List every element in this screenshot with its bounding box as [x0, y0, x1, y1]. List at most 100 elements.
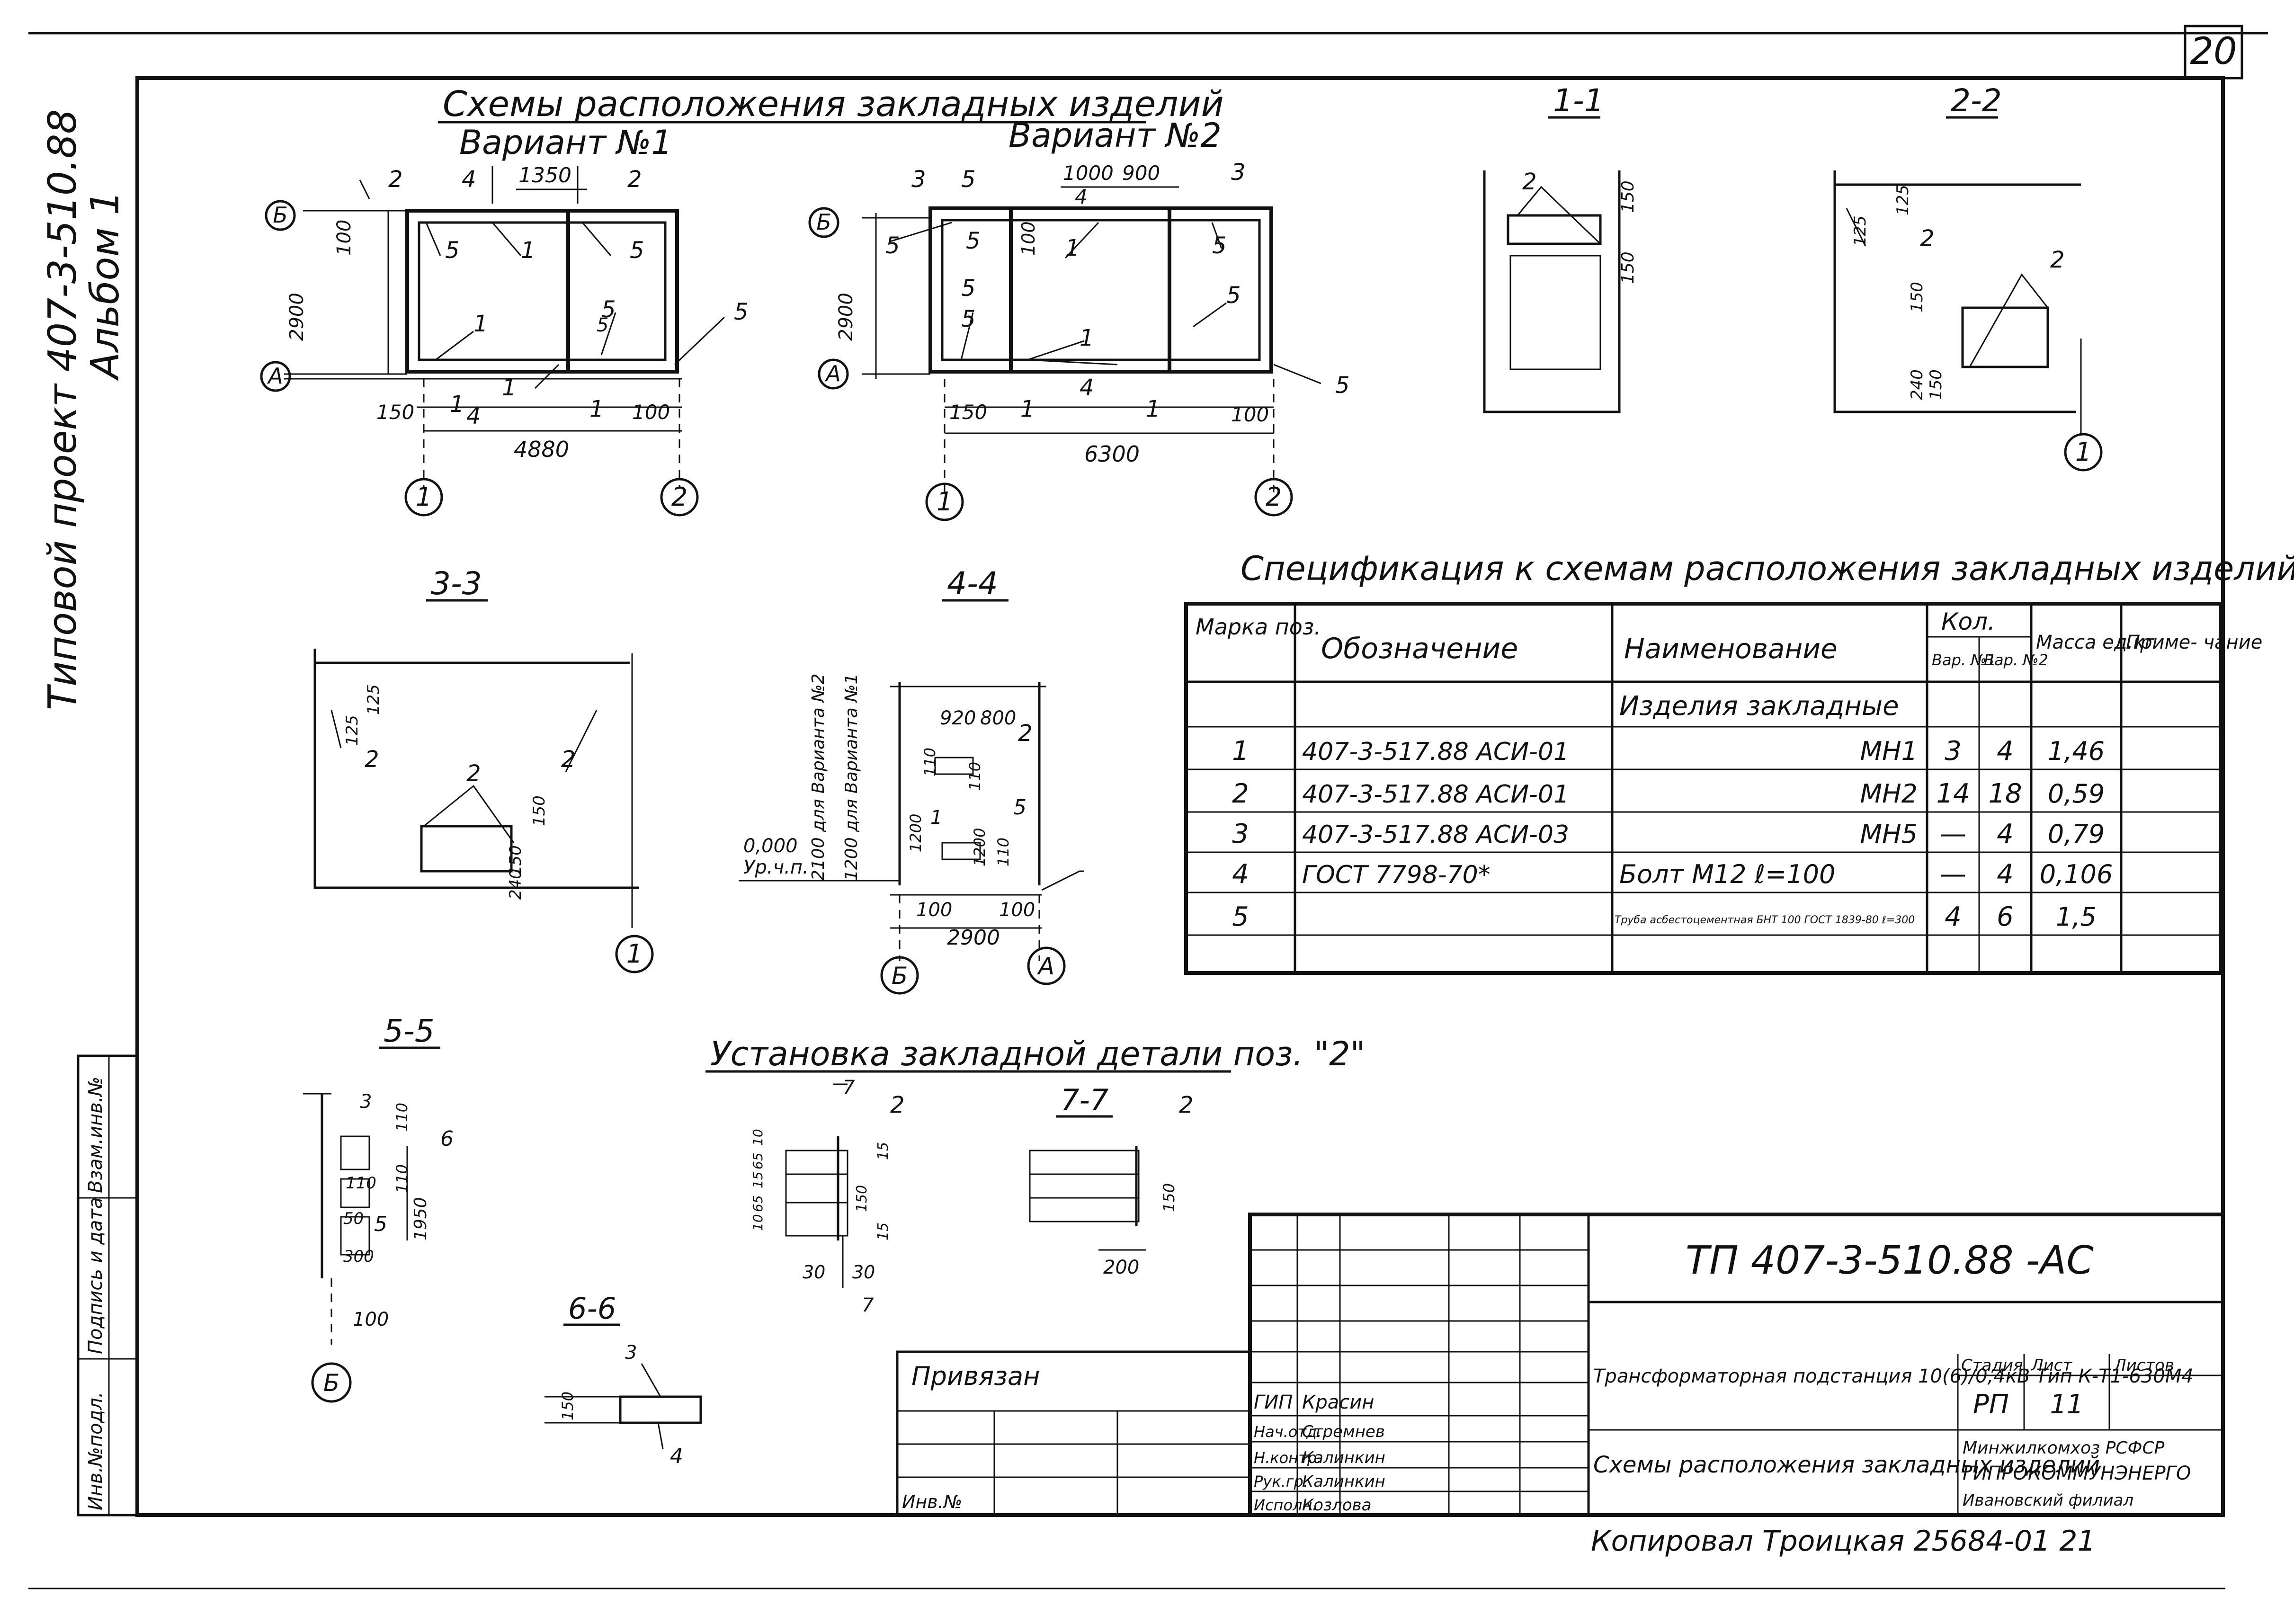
install-label-1: 7 — [843, 1077, 855, 1098]
section-4-4-label-2: 800 — [980, 707, 1016, 729]
section-6-6-label-1: 3 — [625, 1342, 637, 1364]
section-4-4-label-10: 1200 — [971, 828, 989, 866]
section-4-4-label-12: 5 — [1013, 795, 1026, 820]
section-5-5-label-9: 300 — [343, 1247, 374, 1266]
section-7-7-label-1: 2 — [1179, 1092, 1194, 1118]
variant1-pos-3: 5 — [630, 237, 644, 264]
variant2-pos-7: 1 — [1065, 235, 1080, 261]
variant2-pos-2: 5 — [966, 228, 981, 254]
variant2-pos-5: 1 — [1080, 325, 1094, 351]
variant1-mark-1: 2 — [388, 166, 403, 193]
spec-header-designation: Обозначение — [1321, 632, 1518, 665]
section-5-5-label-10: 100 — [353, 1309, 389, 1330]
variant1-mark-4: 1 — [450, 391, 464, 418]
left-stamp: Инв.№подл. Подпись и дата Взам.инв.№ — [77, 1054, 139, 1517]
variant1-mark-2: 4 — [462, 166, 476, 193]
section-4-4-label-6: 110 — [966, 762, 984, 791]
titleblock-sheets-label: Листов — [2113, 1356, 2174, 1375]
spec-row-1-v2: 4 — [1997, 736, 2014, 767]
titleblock-stage: РП — [1973, 1389, 2009, 1420]
left-stamp-sign: Подпись и дата — [85, 1197, 107, 1354]
variant2-dim-2900: 2900 — [835, 293, 857, 341]
variant2-mark-1: 3 — [911, 166, 926, 193]
variant2-dim-900: 900 — [1122, 161, 1160, 185]
spec-row-2-designation: 407-3-517.88 АСИ-01 — [1302, 780, 1569, 809]
variant1-dim-1350: 1350 — [518, 163, 571, 187]
titleblock-org-1: Минжилкомхоз РСФСР — [1963, 1438, 2165, 1458]
titleblock-person-4: Калинкин — [1302, 1472, 1385, 1491]
spec-row-3-mass: 0,79 — [2048, 819, 2105, 849]
titleblock-person-5: Козлова — [1302, 1496, 1371, 1515]
section-5-5-label-4: 110 — [393, 1164, 411, 1193]
install-label-11: 30 — [803, 1262, 825, 1283]
spec-row-5-mass: 1,5 — [2056, 902, 2097, 932]
spec-header-mark: Марка поз. — [1196, 614, 1321, 640]
spec-row-1-mark: 1 — [1232, 736, 1249, 767]
install-detail: Установка закладной детали поз. "2" 7 2 … — [705, 1035, 1366, 1316]
section-4-4-title: 4-4 — [947, 565, 998, 602]
variant2-dim-1000: 1000 — [1063, 161, 1114, 185]
titleblock-role-5: Исполн. — [1254, 1496, 1317, 1514]
spec-header-qty: Кол. — [1941, 608, 1995, 635]
spec-title: Спецификация к схемам расположения закла… — [1241, 549, 2294, 588]
section-3-3-label-4: 2 — [466, 760, 481, 787]
section-4-4-label-1: 920 — [940, 707, 976, 729]
variant1-pos-4: 5 — [601, 296, 616, 323]
variant2-dim-6300: 6300 — [1084, 441, 1140, 467]
section-3-3-axis: 1 — [626, 939, 643, 969]
variant2-pos-6: 5 — [1212, 232, 1227, 259]
table-row: 1 407-3-517.88 АСИ-01 МН1 3 4 1,46 — [1232, 736, 2105, 767]
section-5-5-label-8: 5 — [374, 1212, 387, 1236]
section-3-3-label-1: 125 — [364, 684, 383, 715]
section-3-3-label-5: 2 — [561, 746, 576, 773]
spec-header-note: Приме- чание — [2126, 632, 2262, 653]
spec-row-3-designation: 407-3-517.88 АСИ-03 — [1302, 821, 1569, 849]
variant1-dim-100b: 100 — [632, 401, 670, 424]
variant1-axis-1: 1 — [416, 482, 432, 512]
variant1-pos-5: 1 — [473, 311, 488, 337]
spec-header-name: Наименование — [1624, 633, 1838, 665]
titleblock-inv: Инв.№ — [902, 1491, 962, 1512]
section-4-4-label-15: 100 — [916, 899, 952, 921]
variant2-axis-1: 1 — [937, 487, 953, 517]
titleblock-role-4: Рук.гр. — [1254, 1472, 1308, 1490]
variant2-mark-4: 3 — [1231, 159, 1246, 186]
variant1-title: Вариант №1 — [459, 123, 672, 162]
variant2-dim-100: 100 — [1018, 221, 1039, 256]
section-6-6-title: 6-6 — [568, 1291, 616, 1326]
titleblock-role-2: Нач.отд. — [1254, 1423, 1321, 1441]
section-5-5-label-1: 3 — [360, 1091, 372, 1113]
variant1-mark-3: 2 — [627, 166, 642, 193]
variant2-pos-3: 5 — [961, 275, 976, 302]
table-row: 2 407-3-517.88 АСИ-01 МН2 14 18 0,59 — [1232, 778, 2105, 809]
spec-row-2-mass: 0,59 — [2048, 779, 2105, 809]
left-stamp-inv: Инв.№подл. — [85, 1392, 107, 1510]
side-stamp-project: Типовой проект 407-3-510.88 — [40, 109, 85, 710]
install-title: Установка закладной детали поз. "2" — [710, 1035, 1366, 1073]
section-2-2-label-3: 2 — [1920, 225, 1935, 252]
variant1-pos-7: 5 — [734, 299, 749, 325]
titleblock-role-3: Н.контр. — [1254, 1449, 1321, 1467]
titleblock-attached: Привязан — [911, 1361, 1040, 1391]
section-3-3-label-6: 150 — [530, 795, 549, 826]
section-6-6-label-3: 4 — [670, 1444, 683, 1468]
titleblock-sheet: 11 — [2050, 1389, 2083, 1420]
spec-row-4-mark: 4 — [1232, 859, 1249, 890]
section-3-3-label-8: 240 — [506, 869, 525, 900]
variant2-dim-100b: 100 — [1231, 403, 1269, 426]
install-label-8: 15 — [875, 1142, 892, 1160]
spec-row-3-v1: — — [1940, 819, 1966, 849]
section-5-5: 5-5 Б 3 110 6 110 1950 110 50 5 300 100 — [303, 1013, 454, 1403]
variant2-pos-1: 5 — [885, 232, 900, 259]
variant2-axis-2: 2 — [1266, 482, 1282, 512]
variant1-axis-2: 2 — [671, 482, 687, 512]
section-7-7-label-2: 150 — [1160, 1183, 1178, 1212]
spec-row-2-v1: 14 — [1936, 778, 1970, 809]
variant2-axis-b: Б — [816, 209, 831, 235]
variant2-dim-150: 150 — [949, 401, 987, 424]
section-4-4-label-17: 2900 — [947, 926, 1000, 950]
variant2-mark-3: 4 — [1075, 185, 1088, 208]
section-5-5-label-7: 50 — [343, 1209, 364, 1228]
section-4-4-axis-a: А — [1037, 953, 1054, 980]
variant2-mark-2: 5 — [961, 166, 976, 193]
